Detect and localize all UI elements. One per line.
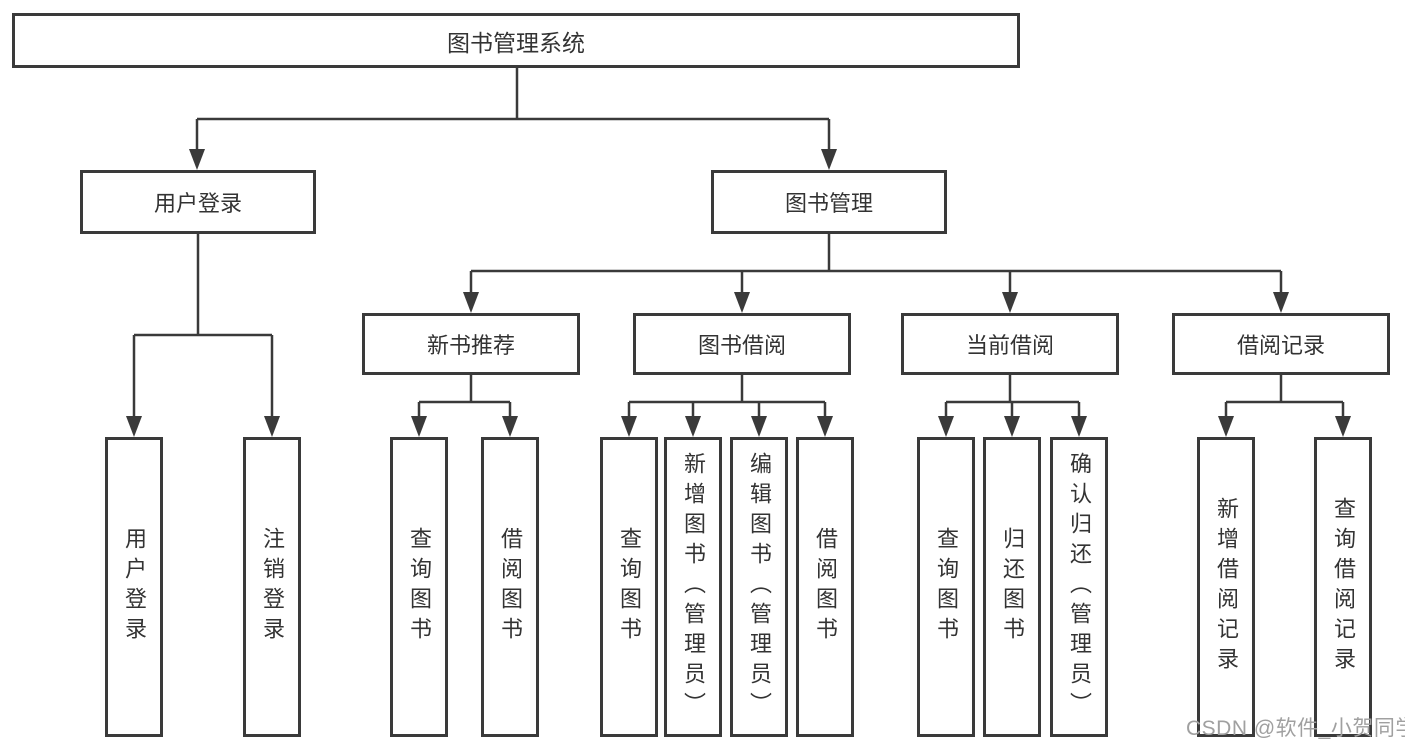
leaf-label: 新增图书（管理员） (681, 452, 706, 722)
leaf-user-login: 用户登录 (105, 437, 163, 737)
leaf-add-borrow-record: 新增借阅记录 (1197, 437, 1255, 737)
node-current-borrow: 当前借阅 (901, 313, 1119, 375)
leaf-label: 归还图书 (1000, 527, 1025, 647)
leaf-query-books-recommend: 查询图书 (390, 437, 448, 737)
leaf-query-books-current: 查询图书 (917, 437, 975, 737)
leaf-label: 查询图书 (934, 527, 959, 647)
leaf-label: 借阅图书 (813, 527, 838, 647)
leaf-query-books-borrow: 查询图书 (600, 437, 658, 737)
leaf-confirm-return-admin: 确认归还（管理员） (1050, 437, 1108, 737)
leaf-add-books-admin: 新增图书（管理员） (664, 437, 722, 737)
node-book-borrow: 图书借阅 (633, 313, 851, 375)
node-root-system: 图书管理系统 (12, 13, 1020, 68)
leaf-label: 查询借阅记录 (1331, 497, 1356, 677)
leaf-return-books: 归还图书 (983, 437, 1041, 737)
leaf-label: 借阅图书 (498, 527, 523, 647)
leaf-label: 查询图书 (407, 527, 432, 647)
leaf-label: 用户登录 (122, 527, 147, 647)
node-book-management: 图书管理 (711, 170, 947, 234)
leaf-label: 新增借阅记录 (1214, 497, 1239, 677)
node-new-book-recommend: 新书推荐 (362, 313, 580, 375)
leaf-label: 确认归还（管理员） (1067, 452, 1092, 722)
leaf-label: 注销登录 (260, 527, 285, 647)
leaf-query-borrow-record: 查询借阅记录 (1314, 437, 1372, 737)
leaf-label: 编辑图书（管理员） (747, 452, 772, 722)
leaf-label: 查询图书 (617, 527, 642, 647)
leaf-logout: 注销登录 (243, 437, 301, 737)
node-user-login: 用户登录 (80, 170, 316, 234)
node-borrow-records: 借阅记录 (1172, 313, 1390, 375)
csdn-watermark: CSDN @软件_小贺同学 (1186, 717, 1405, 740)
leaf-edit-books-admin: 编辑图书（管理员） (730, 437, 788, 737)
leaf-borrow-books-recommend: 借阅图书 (481, 437, 539, 737)
leaf-borrow-books: 借阅图书 (796, 437, 854, 737)
